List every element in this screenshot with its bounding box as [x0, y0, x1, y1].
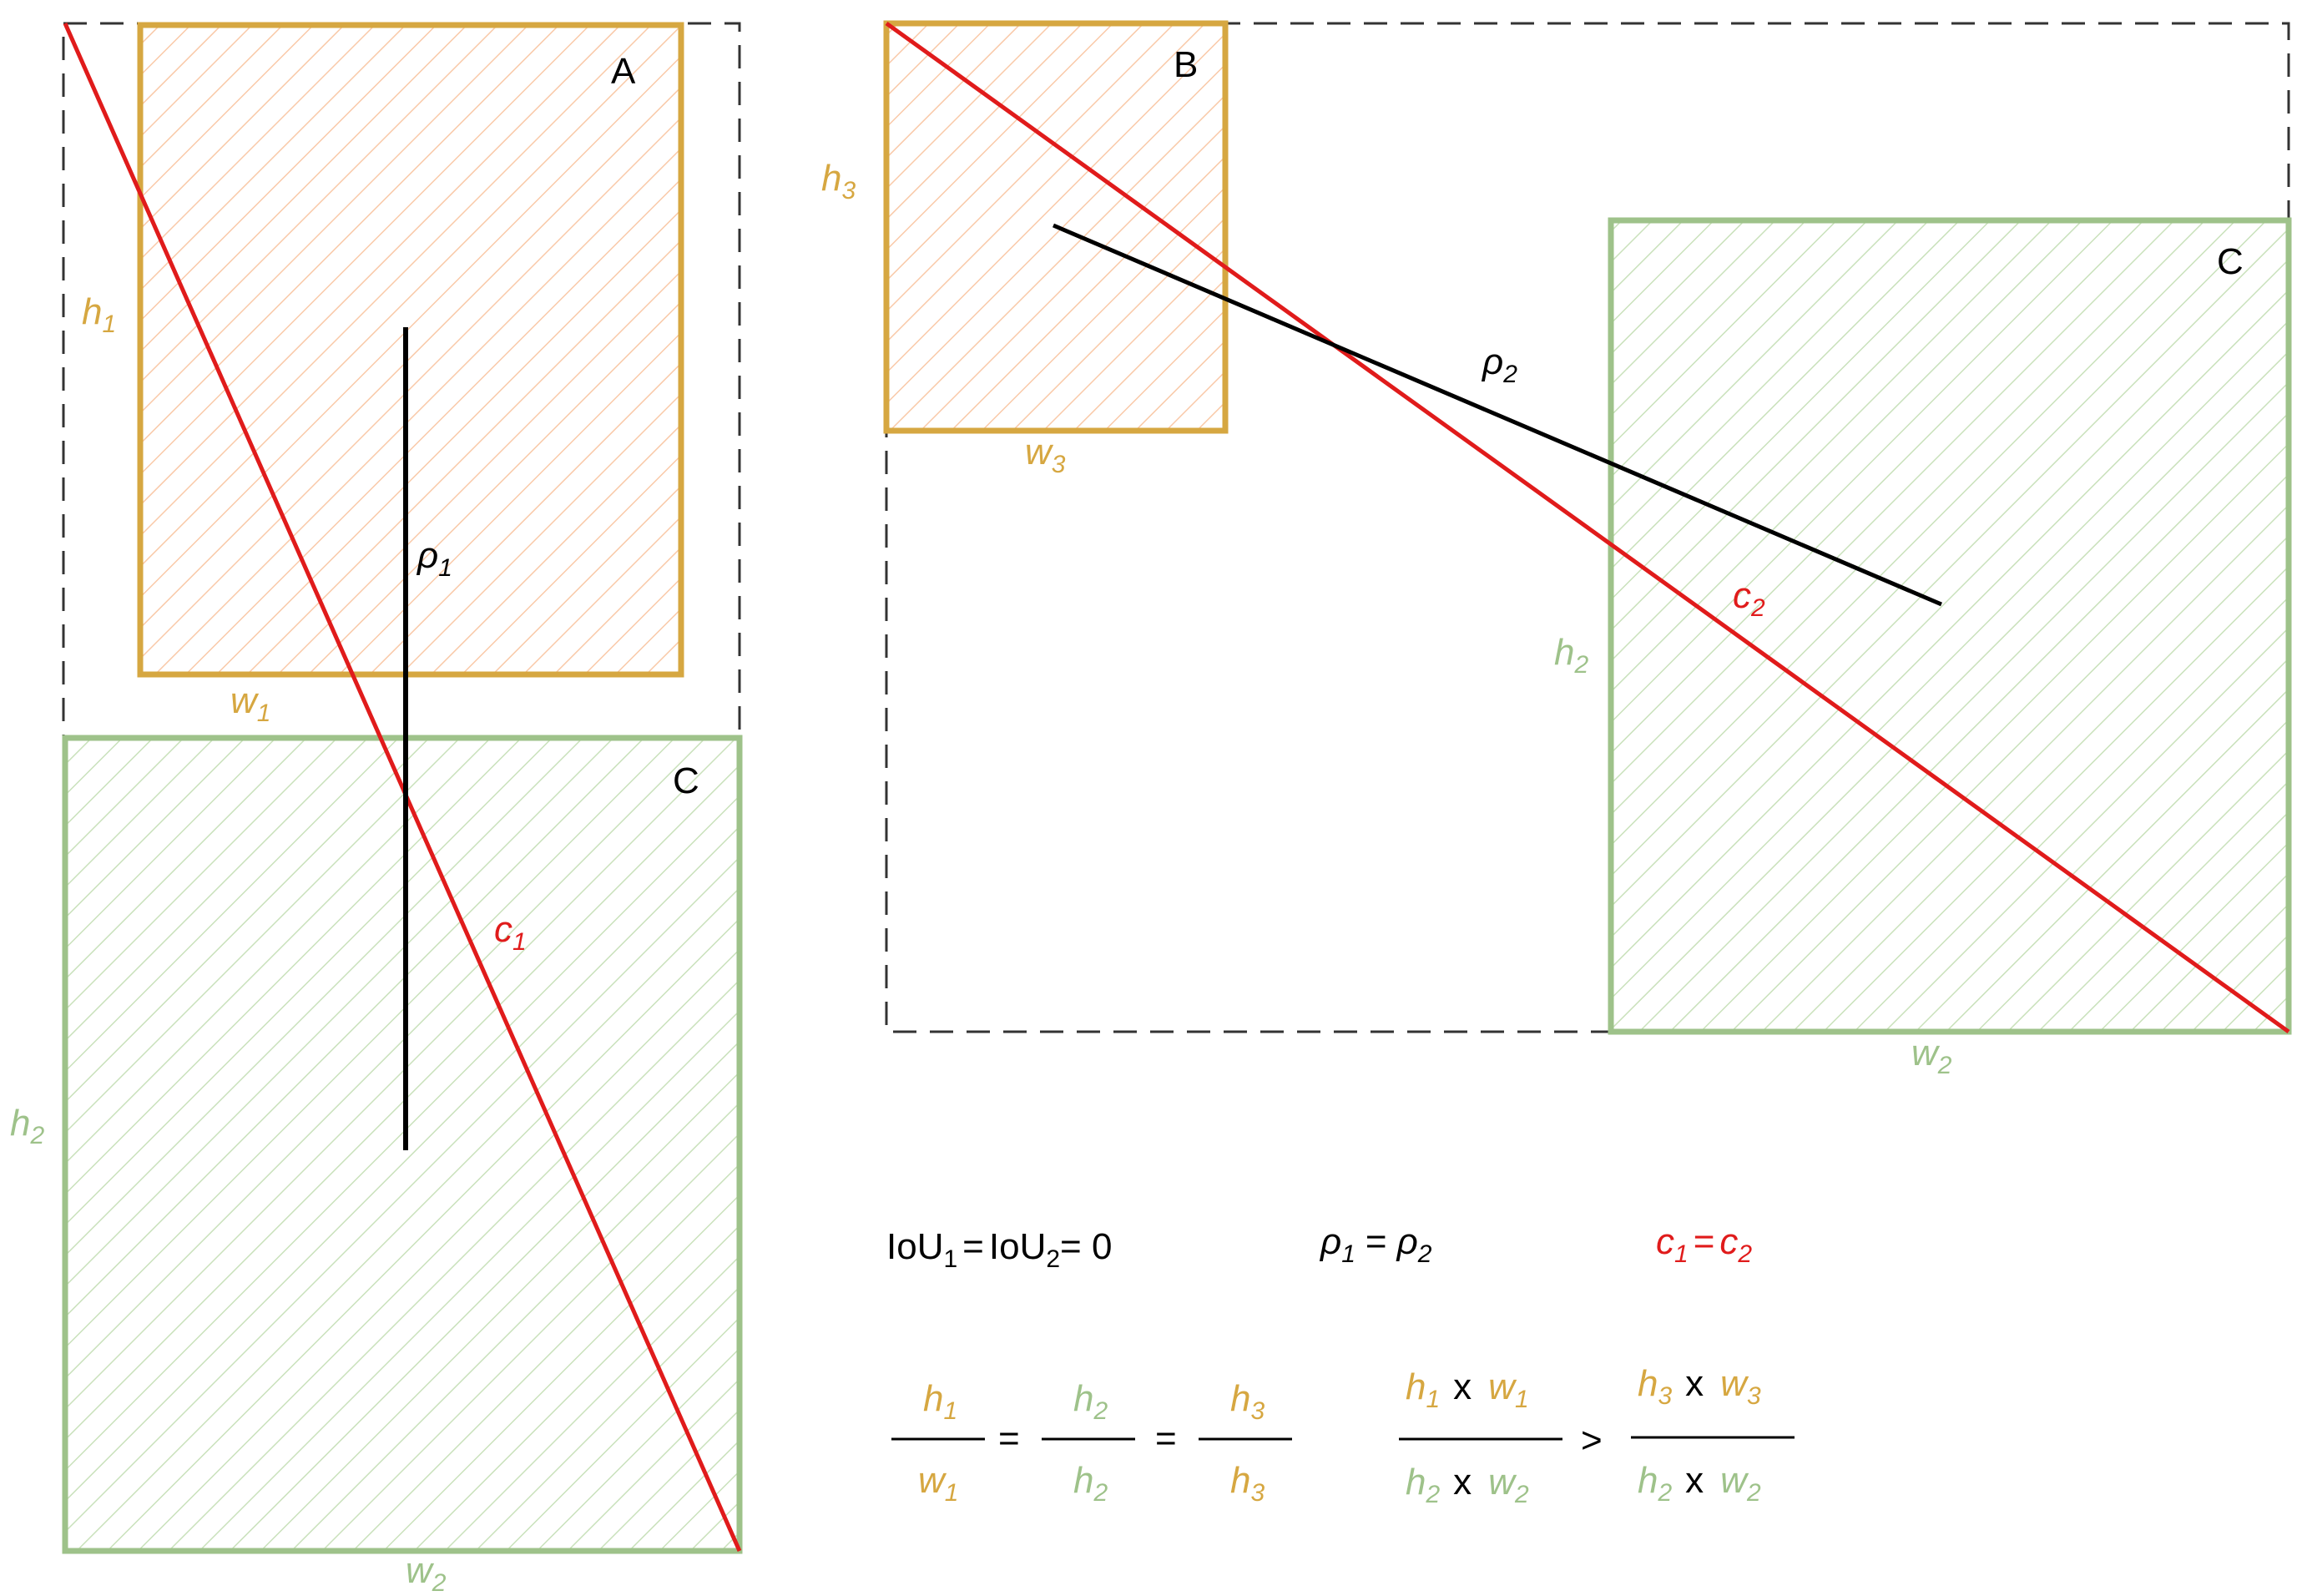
label-w2-right: w2	[1911, 1033, 1952, 1079]
label-h3: h3	[821, 158, 856, 205]
right-enclosing-box	[885, 22, 2290, 1033]
label-h2-left: h2	[10, 1103, 44, 1149]
ratio-equation: h1 w1 = h2 h2 = h3 h3	[891, 1378, 1292, 1507]
box-c-left	[62, 735, 743, 1554]
label-w2-left: w2	[406, 1550, 447, 1596]
fraction-2-denominator: h2	[1073, 1460, 1108, 1507]
box-a-label: A	[611, 51, 636, 92]
fraction-1-denominator: w1	[918, 1460, 958, 1507]
box-c-right-label: C	[2217, 241, 2244, 282]
center-distance-rho2	[1053, 223, 1942, 607]
label-rho2: ρ2	[1481, 341, 1517, 388]
label-h2-right: h2	[1554, 632, 1588, 679]
equation-iou: IoU1=IoU2= 0	[886, 1226, 1112, 1273]
equation-c: c1=c2	[1656, 1221, 1752, 1268]
fraction-1-numerator: h1	[923, 1378, 957, 1425]
label-w1: w1	[230, 680, 270, 727]
diagonal-c1	[63, 22, 742, 1553]
left-panel: A C h1 w1 h2 w2 ρ1 c1	[10, 22, 743, 1596]
label-c1: c1	[494, 909, 527, 956]
label-rho1: ρ1	[416, 535, 452, 582]
ratio-equals-2: =	[1155, 1418, 1177, 1459]
label-w3: w3	[1025, 432, 1066, 478]
right-panel: B C h3 w3 h2 w2 ρ2 c2	[821, 20, 2292, 1079]
label-c2: c2	[1733, 575, 1765, 622]
fraction-3-denominator: h3	[1230, 1460, 1265, 1507]
box-a	[137, 22, 684, 678]
fraction-2-numerator: h2	[1073, 1378, 1108, 1425]
box-c-right	[1608, 217, 2292, 1035]
box-c-left-label: C	[673, 760, 699, 801]
label-h1: h1	[82, 291, 116, 338]
fraction-3-numerator: h3	[1230, 1378, 1265, 1425]
diagonal-c2	[885, 21, 2290, 1034]
equation-rho: ρ1=ρ2	[1319, 1221, 1432, 1268]
equations: IoU1=IoU2= 0 ρ1=ρ2 c1=c2 h1 w1 = h2 h2 =…	[886, 1221, 1795, 1508]
greater-than: >	[1581, 1420, 1603, 1461]
box-b-label: B	[1174, 44, 1198, 85]
ratio-equals-1: =	[998, 1418, 1020, 1459]
